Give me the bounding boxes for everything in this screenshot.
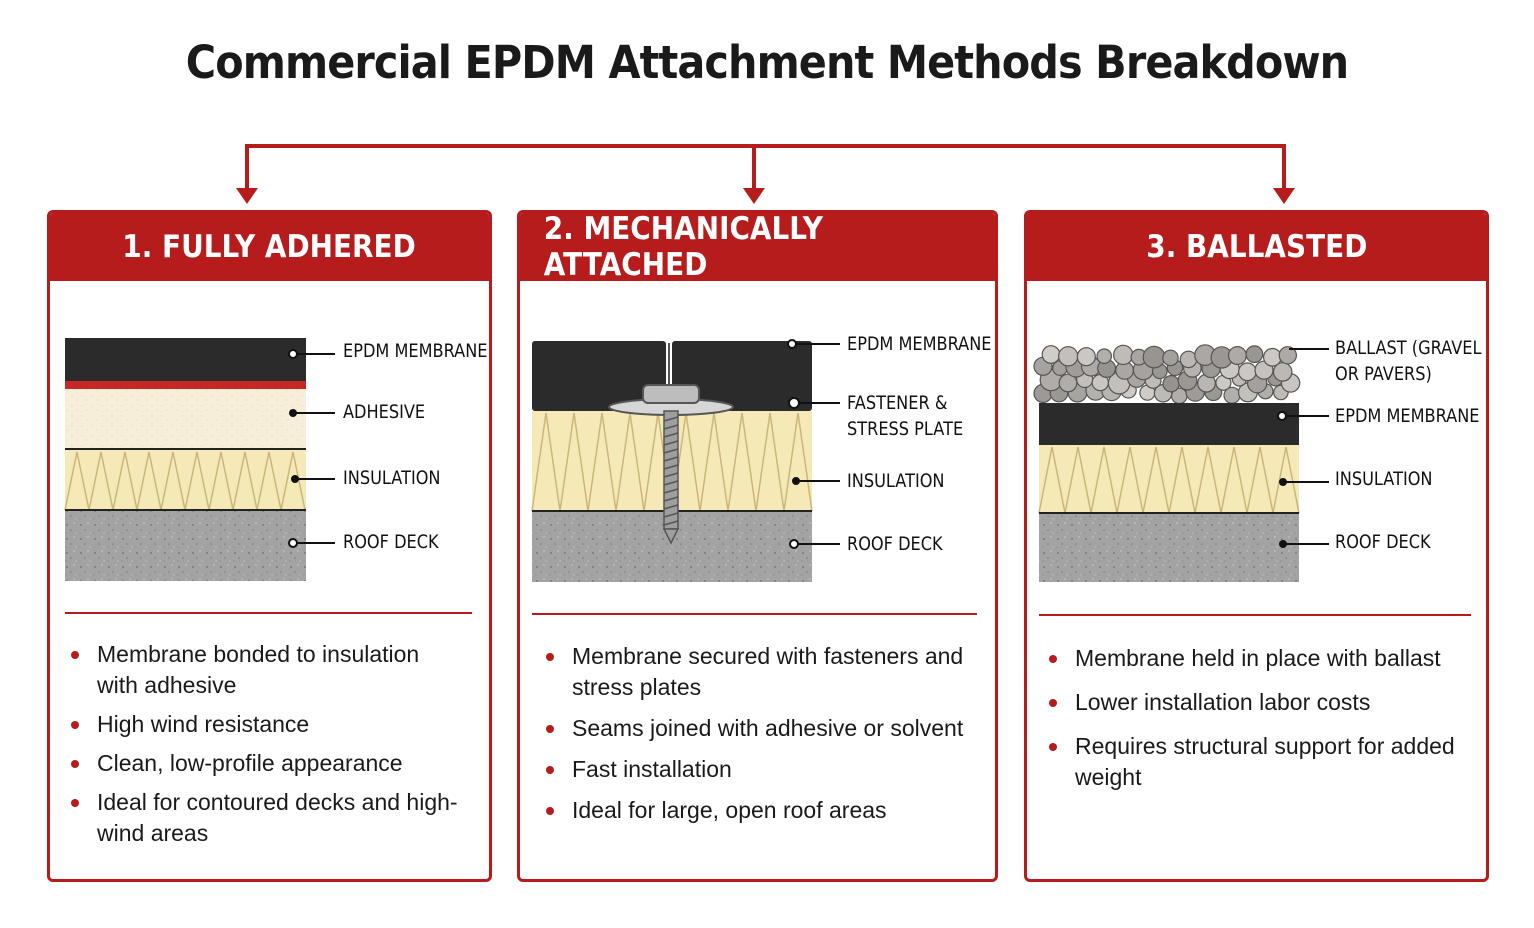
membrane-layer bbox=[1039, 403, 1299, 445]
arrow-head-2 bbox=[743, 188, 765, 204]
gravel-stone bbox=[1041, 345, 1061, 364]
gravel-stone bbox=[1058, 346, 1079, 367]
connector-arrows bbox=[236, 144, 1295, 204]
panel-header: 1. FULLY ADHERED bbox=[50, 213, 489, 281]
adhesive-line bbox=[65, 381, 306, 389]
membrane-sheet-right bbox=[672, 341, 812, 411]
roof-deck-layer bbox=[65, 511, 306, 581]
label-adhesive: ADHESIVE bbox=[343, 401, 426, 423]
panel-header: 3. BALLASTED bbox=[1027, 213, 1486, 281]
list-item: Clean, low-profile appearance bbox=[65, 748, 465, 779]
adhesive-layer bbox=[65, 389, 306, 449]
gravel-stone bbox=[1162, 349, 1179, 367]
label-insulation: INSULATION bbox=[1335, 468, 1433, 490]
gravel-stone bbox=[1262, 347, 1282, 367]
bullet-list: Membrane held in place with ballast Lowe… bbox=[1043, 643, 1473, 806]
insulation-layer bbox=[65, 450, 306, 510]
label-ballast-pavers: OR PAVERS) bbox=[1335, 363, 1432, 385]
label-epdm-membrane: EPDM MEMBRANE bbox=[1335, 405, 1480, 427]
label-fastener: FASTENER & bbox=[847, 392, 948, 414]
divider bbox=[532, 613, 977, 615]
membrane-layer bbox=[65, 338, 306, 383]
gravel-stone bbox=[1142, 345, 1166, 369]
panel-mechanically-attached: 2. MECHANICALLY ATTACHED bbox=[517, 210, 998, 882]
list-item: Ideal for contoured decks and high-wind … bbox=[65, 787, 465, 849]
divider bbox=[1039, 614, 1471, 616]
gravel-stone bbox=[1278, 346, 1297, 365]
ballast-gravel bbox=[1033, 344, 1301, 405]
gravel-stone bbox=[1096, 348, 1112, 364]
label-ballast: BALLAST (GRAVEL bbox=[1335, 337, 1482, 359]
panel-header: 2. MECHANICALLY ATTACHED bbox=[520, 211, 995, 283]
panel-ballasted: 3. BALLASTED BALLAST (GRAVEL OR PAVERS) … bbox=[1024, 210, 1489, 882]
membrane-sheet-left bbox=[532, 341, 666, 411]
panel-heading: 2. MECHANICALLY ATTACHED bbox=[543, 211, 823, 283]
panel-heading: 3. BALLASTED bbox=[1145, 229, 1368, 265]
arrow-head-3 bbox=[1273, 188, 1295, 204]
layer-diagram bbox=[64, 338, 335, 581]
list-item: Membrane secured with fasteners and stre… bbox=[540, 641, 980, 703]
page-title: Commercial EPDM Attachment Methods Break… bbox=[185, 36, 1349, 89]
arrow-head-1 bbox=[236, 188, 258, 204]
label-roof-deck: ROOF DECK bbox=[847, 533, 943, 555]
panel-fully-adhered: 1. FULLY ADHERED EPDM MEMBRANE ADHESIVE … bbox=[47, 210, 492, 882]
label-insulation: INSULATION bbox=[847, 470, 945, 492]
divider bbox=[65, 612, 472, 614]
list-item: Lower installation labor costs bbox=[1043, 687, 1473, 718]
fastener bbox=[608, 384, 734, 545]
label-epdm-membrane: EPDM MEMBRANE bbox=[847, 333, 992, 355]
gravel-stone bbox=[1162, 374, 1180, 393]
list-item: Membrane held in place with ballast bbox=[1043, 643, 1473, 674]
list-item: Fast installation bbox=[540, 754, 980, 785]
gravel-stone bbox=[1245, 345, 1264, 364]
list-item: Requires structural support for added we… bbox=[1043, 731, 1473, 793]
gravel-stone bbox=[1112, 344, 1134, 366]
gravel-stone bbox=[1227, 346, 1247, 366]
layer-diagram bbox=[531, 339, 840, 582]
list-item: Seams joined with adhesive or solvent bbox=[540, 713, 980, 744]
panel-heading: 1. FULLY ADHERED bbox=[122, 229, 417, 265]
list-item: Membrane bonded to insulation with adhes… bbox=[65, 639, 465, 701]
label-insulation: INSULATION bbox=[343, 467, 441, 489]
gravel-stone bbox=[1237, 362, 1257, 382]
list-item: Ideal for large, open roof areas bbox=[540, 795, 980, 826]
label-epdm-membrane: EPDM MEMBRANE bbox=[343, 340, 488, 362]
gravel-stone bbox=[1179, 350, 1198, 369]
insulation-layer bbox=[1039, 445, 1299, 513]
roof-deck-layer bbox=[1039, 514, 1299, 582]
list-item: High wind resistance bbox=[65, 709, 465, 740]
layer-diagram bbox=[1033, 344, 1329, 582]
label-roof-deck: ROOF DECK bbox=[1335, 531, 1431, 553]
label-stress-plate: STRESS PLATE bbox=[847, 418, 964, 440]
bullet-list: Membrane secured with fasteners and stre… bbox=[540, 641, 980, 836]
label-roof-deck: ROOF DECK bbox=[343, 531, 439, 553]
bullet-list: Membrane bonded to insulation with adhes… bbox=[65, 639, 465, 857]
gravel-stone bbox=[1076, 347, 1096, 367]
